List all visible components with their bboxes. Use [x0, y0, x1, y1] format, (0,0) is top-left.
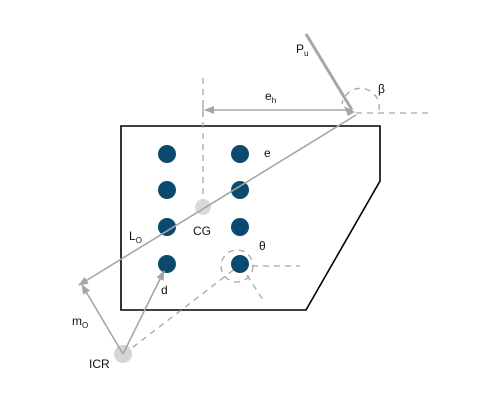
mo-label: mO	[72, 314, 88, 330]
beta-arc	[341, 87, 380, 111]
cg-label: CG	[193, 224, 211, 238]
bolt	[158, 145, 176, 163]
lo-label: LO	[129, 229, 142, 245]
reference-lines	[123, 78, 430, 355]
lo-line-of-action-arrow	[78, 114, 357, 286]
e-label: e	[264, 146, 271, 160]
vectors	[78, 106, 357, 355]
bolt	[231, 255, 249, 273]
eh-label: eh	[265, 89, 276, 105]
bolt	[158, 218, 176, 236]
load-pu-line	[304, 33, 354, 111]
bolt	[231, 218, 249, 236]
bolt-pattern	[158, 145, 249, 273]
d-arrow	[122, 270, 165, 355]
theta-label: θ	[259, 239, 266, 253]
bolt	[231, 181, 249, 199]
mo-arrow	[81, 284, 124, 355]
theta-circle	[220, 249, 254, 283]
load-arrowhead	[344, 106, 355, 116]
d-label: d	[161, 283, 168, 297]
bolt-radial-dashed-line	[240, 265, 264, 301]
bolt	[158, 181, 176, 199]
pu-label: Pu	[296, 42, 308, 58]
bolt	[158, 255, 176, 273]
beta-label: β	[378, 82, 385, 96]
icr-label: ICR	[89, 357, 110, 371]
bolt	[231, 145, 249, 163]
icr-to-bolt-dashed-line	[123, 264, 241, 355]
